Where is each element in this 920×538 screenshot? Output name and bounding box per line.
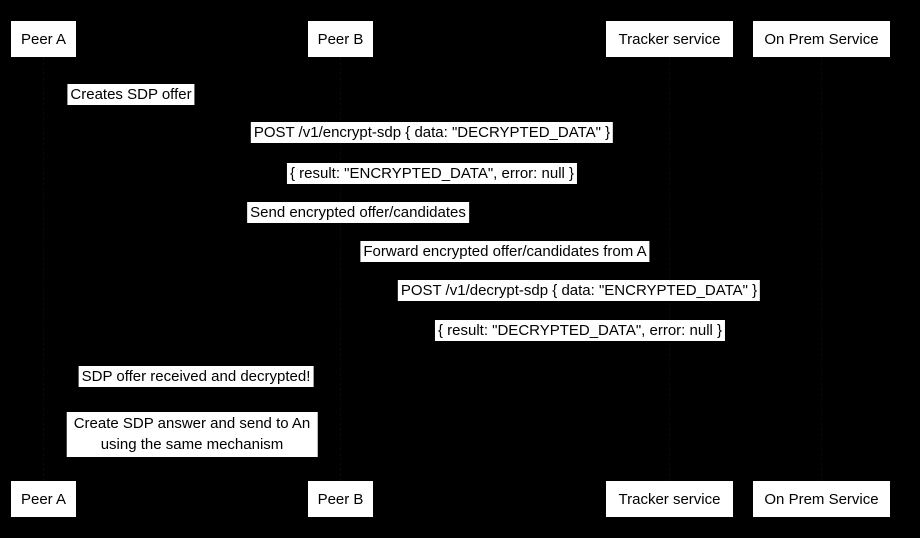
actor-on-prem-service-top: On Prem Service	[753, 21, 890, 57]
actor-peer-a-bottom: Peer A	[11, 481, 76, 517]
message-result-encrypted-data: { result: "ENCRYPTED_DATA", error: null …	[286, 163, 578, 184]
note-line: using the same mechanism	[100, 436, 284, 453]
message-sdp-offer-received: SDP offer received and decrypted!	[78, 366, 314, 387]
note-create-sdp-answer: Create SDP answer and send to An using t…	[66, 412, 318, 457]
note-line: Create SDP answer and send to An	[73, 415, 311, 432]
actor-label: On Prem Service	[764, 30, 879, 48]
actor-label: Peer B	[317, 490, 364, 508]
actor-label: Peer A	[20, 30, 67, 48]
lifeline-peer-a	[43, 57, 44, 481]
message-result-decrypted-data: { result: "DECRYPTED_DATA", error: null …	[434, 320, 726, 341]
message-send-encrypted-offer: Send encrypted offer/candidates	[247, 202, 469, 223]
message-post-decrypt-sdp: POST /v1/decrypt-sdp { data: "ENCRYPTED_…	[397, 280, 761, 301]
actor-label: Tracker service	[618, 30, 721, 48]
actor-label: Peer B	[317, 30, 364, 48]
lifeline-tracker-service	[669, 57, 670, 481]
actor-label: Tracker service	[618, 490, 721, 508]
actor-label: Peer A	[20, 490, 67, 508]
actor-peer-a-top: Peer A	[11, 21, 76, 57]
message-creates-sdp-offer: Creates SDP offer	[67, 84, 195, 105]
actor-peer-b-top: Peer B	[308, 21, 373, 57]
actor-on-prem-service-bottom: On Prem Service	[753, 481, 890, 517]
actor-tracker-service-bottom: Tracker service	[606, 481, 733, 517]
actor-peer-b-bottom: Peer B	[308, 481, 373, 517]
lifeline-on-prem-service	[821, 57, 822, 481]
lifeline-peer-b	[340, 57, 341, 481]
message-post-encrypt-sdp: POST /v1/encrypt-sdp { data: "DECRYPTED_…	[250, 122, 614, 143]
actor-tracker-service-top: Tracker service	[606, 21, 733, 57]
message-forward-encrypted-offer: Forward encrypted offer/candidates from …	[360, 241, 650, 262]
actor-label: On Prem Service	[764, 490, 879, 508]
